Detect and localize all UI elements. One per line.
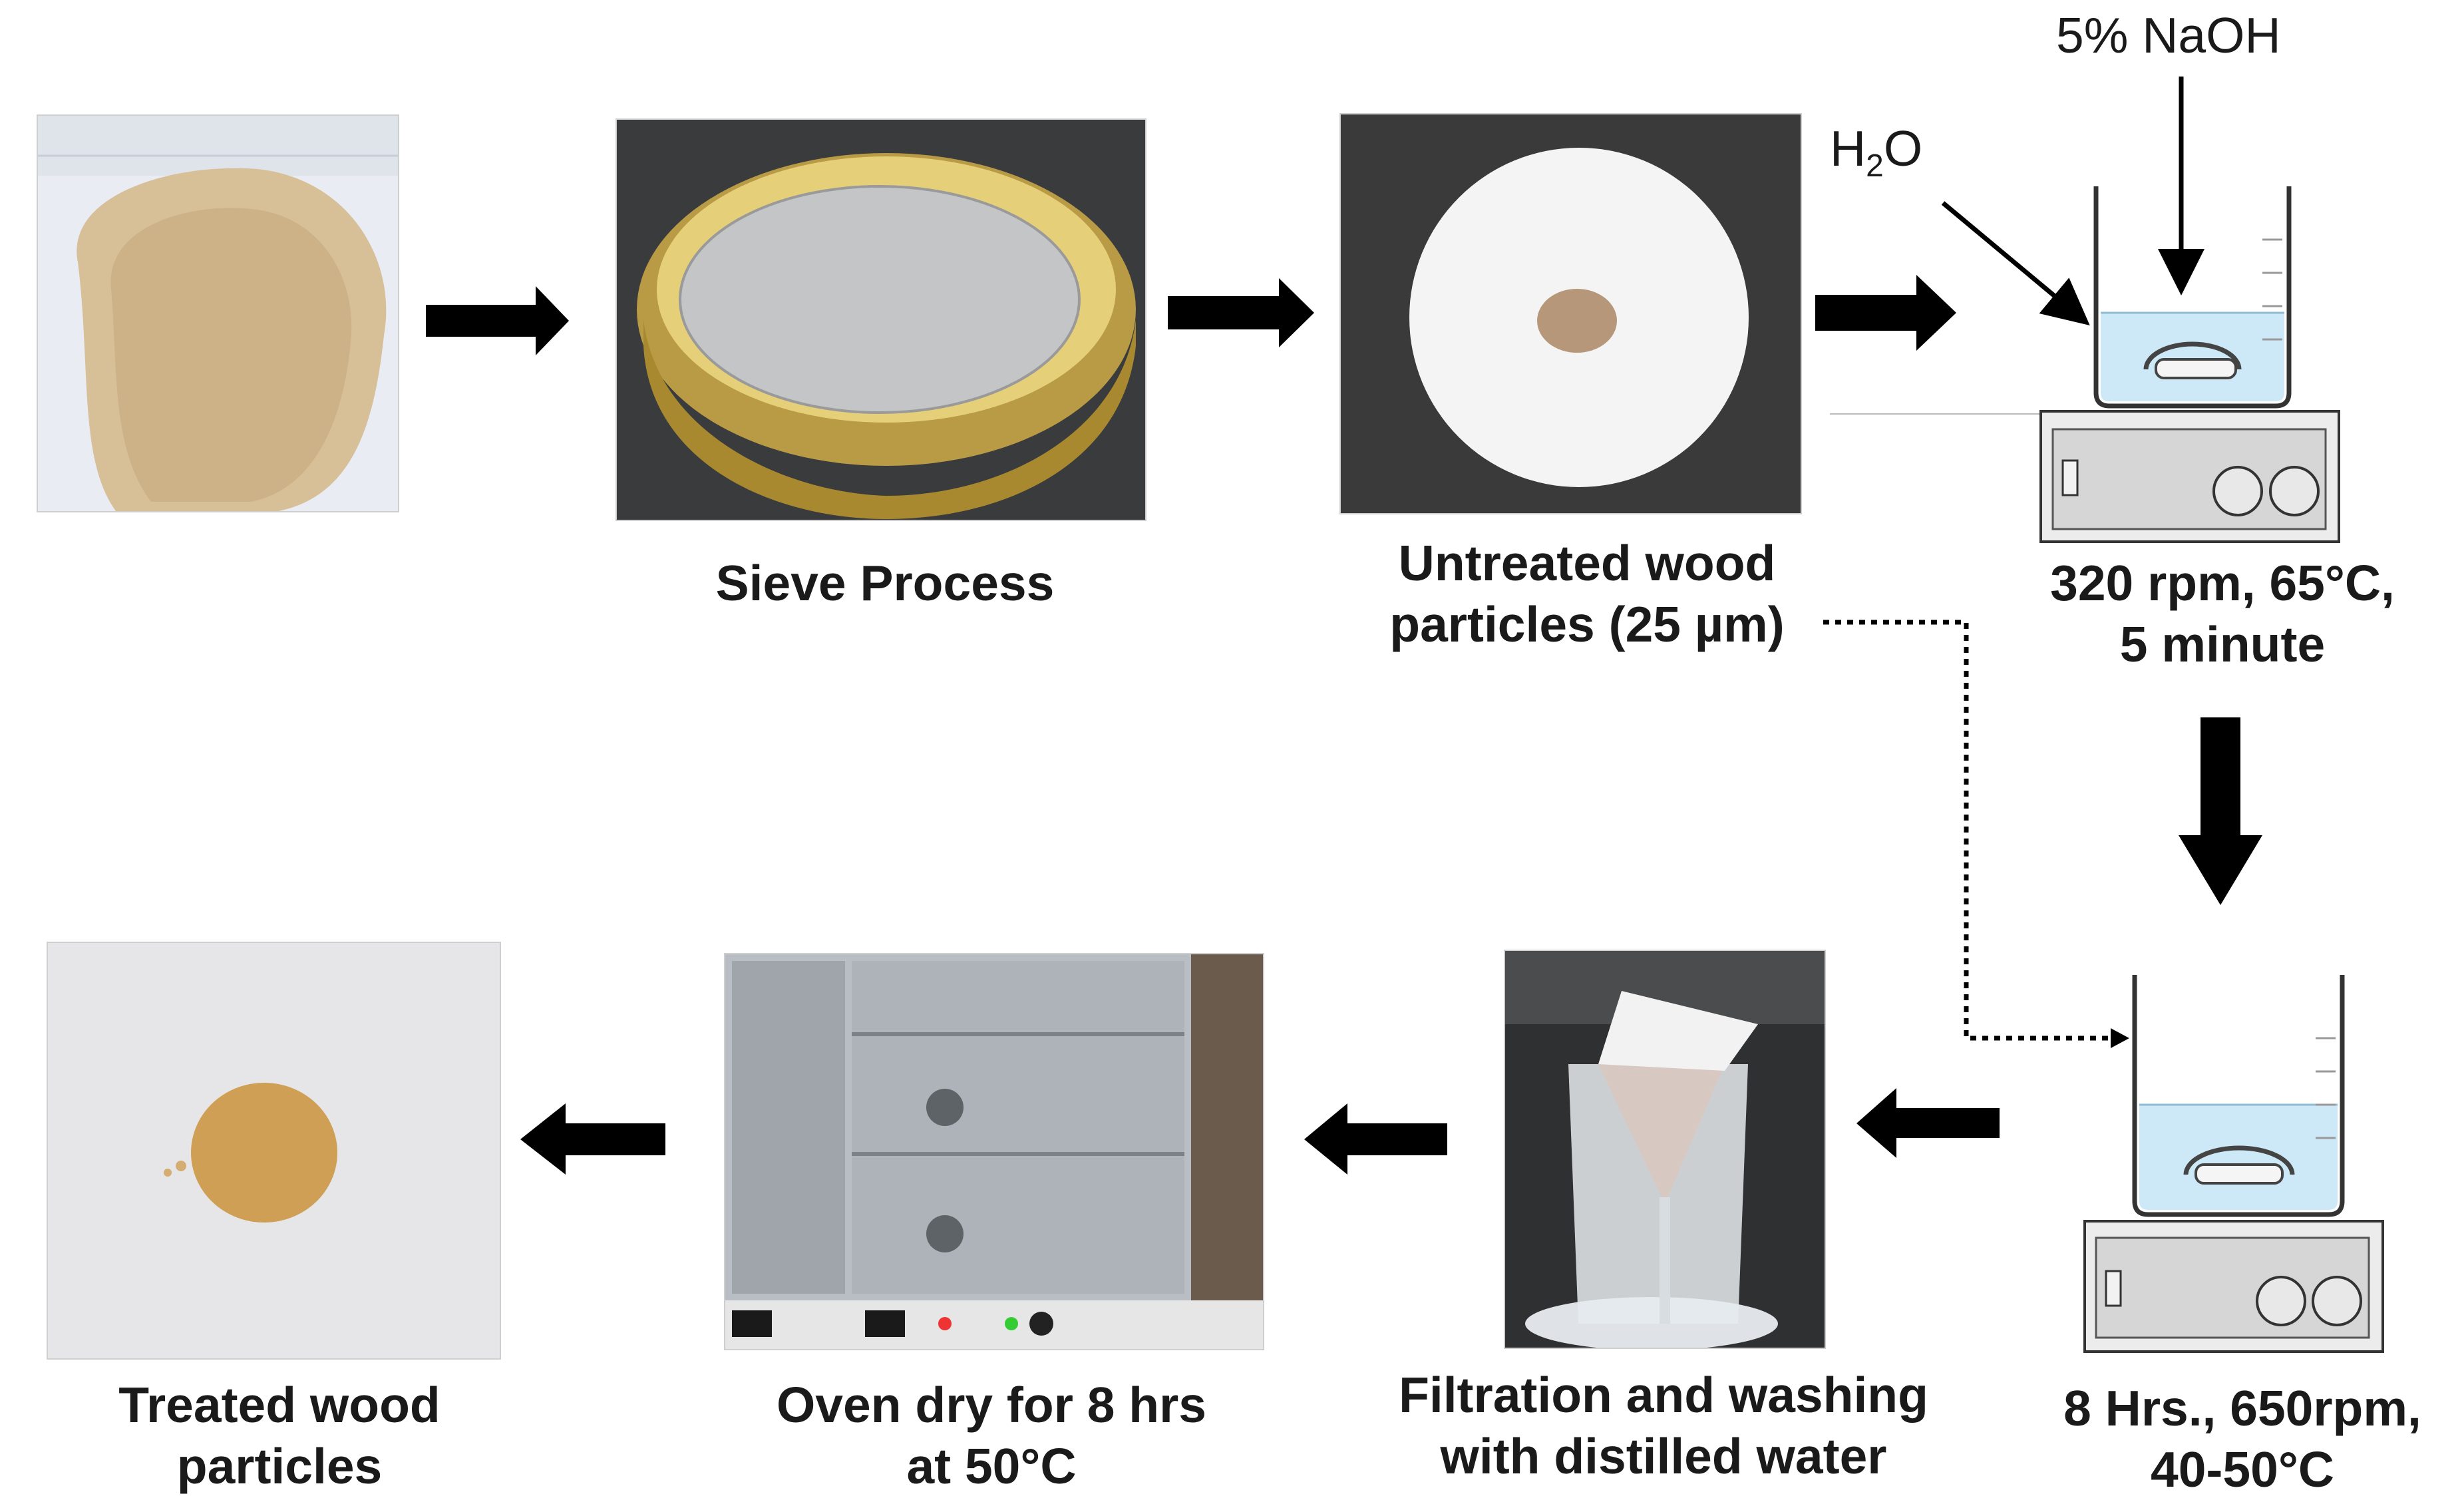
filter-paper-illustration [1341, 114, 1801, 513]
step2-caption: Sieve Process [665, 552, 1105, 614]
sawdust-illustration [38, 116, 398, 511]
step4-line2: 5 minute [2119, 616, 2326, 672]
arrow-left-2 [1304, 1103, 1447, 1175]
beaker-stirrer-top [1830, 186, 2340, 543]
naoh-label: 5% NaOH [2056, 7, 2281, 64]
water-subscript: 2 [1866, 148, 1884, 184]
water-h: H [1830, 120, 1866, 176]
step5-caption: 8 Hrs., 650rpm, 40-50°C [2029, 1378, 2455, 1500]
arrow-down-1 [2179, 717, 2262, 905]
step8-line2: particles [176, 1438, 383, 1494]
beaker-stirrer-bottom [2083, 975, 2384, 1353]
arrow-right-2 [1168, 278, 1314, 347]
naoh-text: 5% NaOH [2056, 7, 2281, 63]
step6-line2: with distilled water [1440, 1428, 1887, 1484]
filtration-photo [1504, 950, 1826, 1349]
step6-caption: Filtration and washing with distilled wa… [1371, 1364, 1956, 1487]
arrow-right-3 [1815, 275, 1956, 351]
arrow-left-3 [520, 1103, 665, 1175]
step8-line1: Treated wood [118, 1377, 440, 1433]
step7-line1: Oven dry for 8 hrs [776, 1377, 1207, 1433]
filtration-illustration [1505, 951, 1825, 1348]
step2-label: Sieve Process [715, 555, 1055, 611]
step8-caption: Treated wood particles [67, 1374, 492, 1497]
water-o: O [1883, 120, 1923, 176]
arrow-right-1 [426, 286, 569, 355]
water-arrow [1941, 201, 2090, 325]
step7-line2: at 50°C [906, 1438, 1077, 1494]
step3-line1: Untreated wood [1398, 535, 1776, 591]
step4-caption: 320 rpm, 65°C, 5 minute [2010, 552, 2435, 675]
step5-line2: 40-50°C [2151, 1441, 2334, 1497]
water-label: H2O [1830, 120, 1922, 184]
step6-line1: Filtration and washing [1399, 1367, 1928, 1423]
step5-line1: 8 Hrs., 650rpm, [2063, 1380, 2421, 1436]
arrow-left-1 [1856, 1088, 2000, 1158]
treated-particles-illustration [48, 943, 500, 1358]
step4-line1: 320 rpm, 65°C, [2050, 555, 2395, 611]
oven-photo [724, 953, 1264, 1350]
raw-sawdust-photo [37, 114, 399, 512]
step7-caption: Oven dry for 8 hrs at 50°C [732, 1374, 1251, 1497]
step3-caption: Untreated wood particles (25 µm) [1344, 532, 1830, 655]
sieve-illustration [617, 120, 1145, 520]
sieve-photo [616, 118, 1146, 521]
oven-illustration [725, 954, 1263, 1349]
step3-line2: particles (25 µm) [1389, 596, 1785, 652]
dotted-connector [1823, 620, 2129, 1048]
treated-particles-photo [47, 942, 501, 1360]
untreated-particles-photo [1339, 113, 1802, 514]
